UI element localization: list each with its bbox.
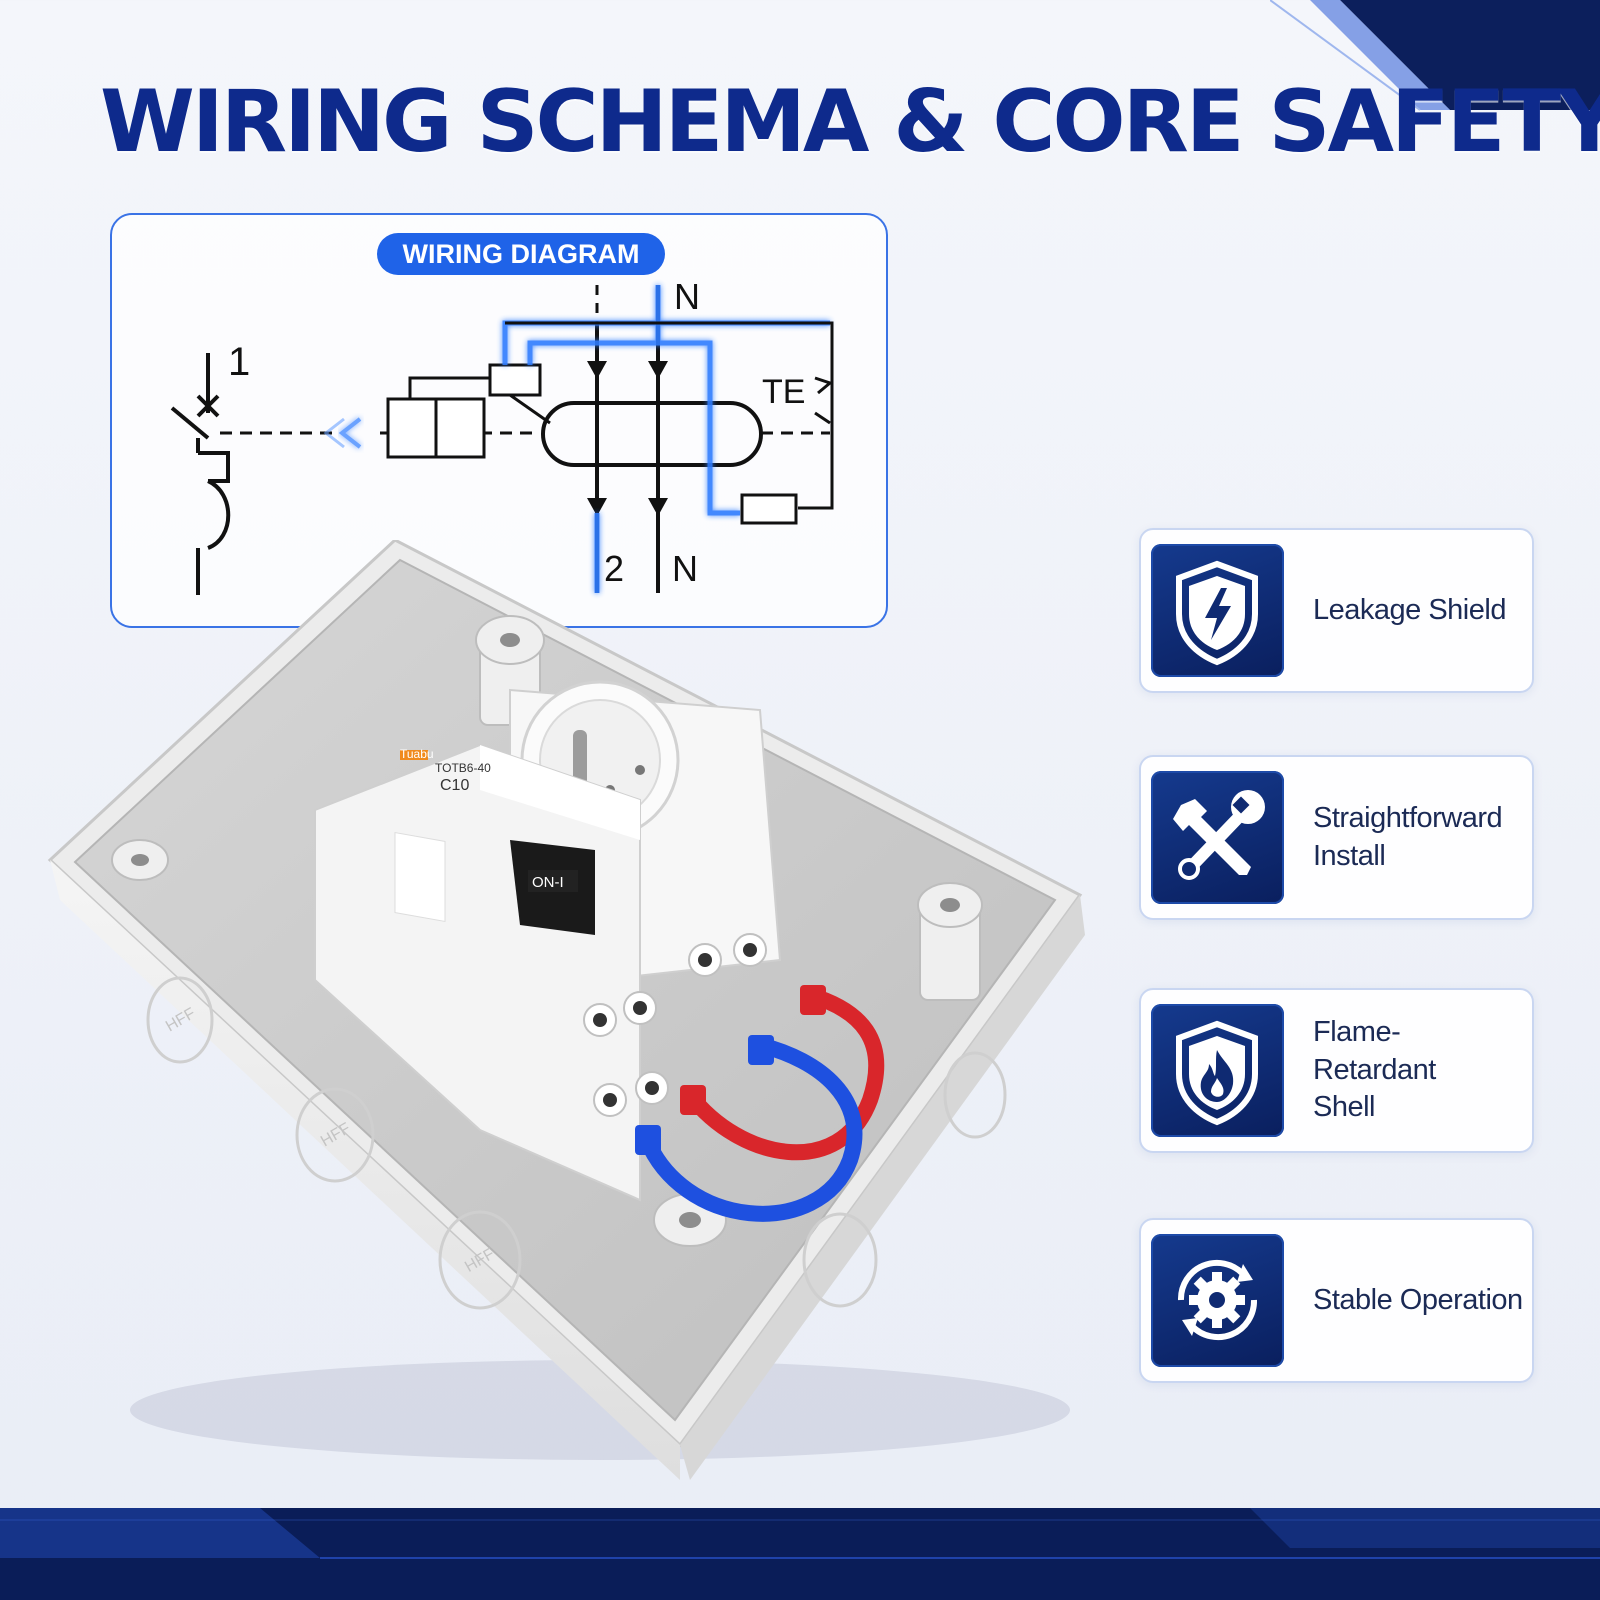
test-label: TE (762, 373, 805, 411)
feature-card-leakage-shield: Leakage Shield (1139, 528, 1534, 693)
breaker-symbol (170, 353, 231, 595)
shield-lightning-icon (1151, 544, 1284, 677)
feature-card-stable-operation: Stable Operation (1139, 1218, 1534, 1383)
feature-label-stable-operation: Stable Operation (1313, 1283, 1523, 1316)
feature-card-flame-retardant-shell: Flame-Retardant Shell (1139, 988, 1534, 1153)
gear-cycle-icon (1151, 1234, 1284, 1367)
feature-label-straightforward-install: Straightforward Install (1313, 801, 1503, 872)
breaker-rating-label: C10 (440, 777, 469, 794)
feature-label-leakage-shield: Leakage Shield (1313, 593, 1506, 626)
wrench-screwdriver-icon (1151, 771, 1284, 904)
feature-card-straightforward-install: Straightforward Install (1139, 755, 1534, 920)
page-title: WIRING SCHEMA & CORE SAFETY (100, 72, 1600, 172)
breaker-brand-label: Tuabu (400, 747, 434, 761)
corner-decoration (1270, 0, 1600, 111)
neutral-bottom-label: N (672, 548, 698, 589)
breaker-handle-label: ON-I (532, 874, 564, 891)
bottom-decoration (0, 1508, 1600, 1600)
wiring-diagram: 1 TE N 2 N (170, 276, 834, 595)
breaker-model-label: TOTB6-40 (435, 761, 491, 775)
feature-label-flame-retardant-shell: Flame-Retardant Shell (1313, 1015, 1436, 1124)
terminal-2-label: 2 (604, 548, 624, 589)
product-enclosure-image: HFF HFF HFF Tuabu TOTB6-40 C10 ON-I (47, 540, 1085, 1480)
neutral-top-label: N (674, 276, 700, 317)
terminal-1-label: 1 (228, 340, 250, 384)
shield-flame-icon (1151, 1004, 1284, 1137)
wiring-diagram-badge: WIRING DIAGRAM (377, 233, 665, 275)
